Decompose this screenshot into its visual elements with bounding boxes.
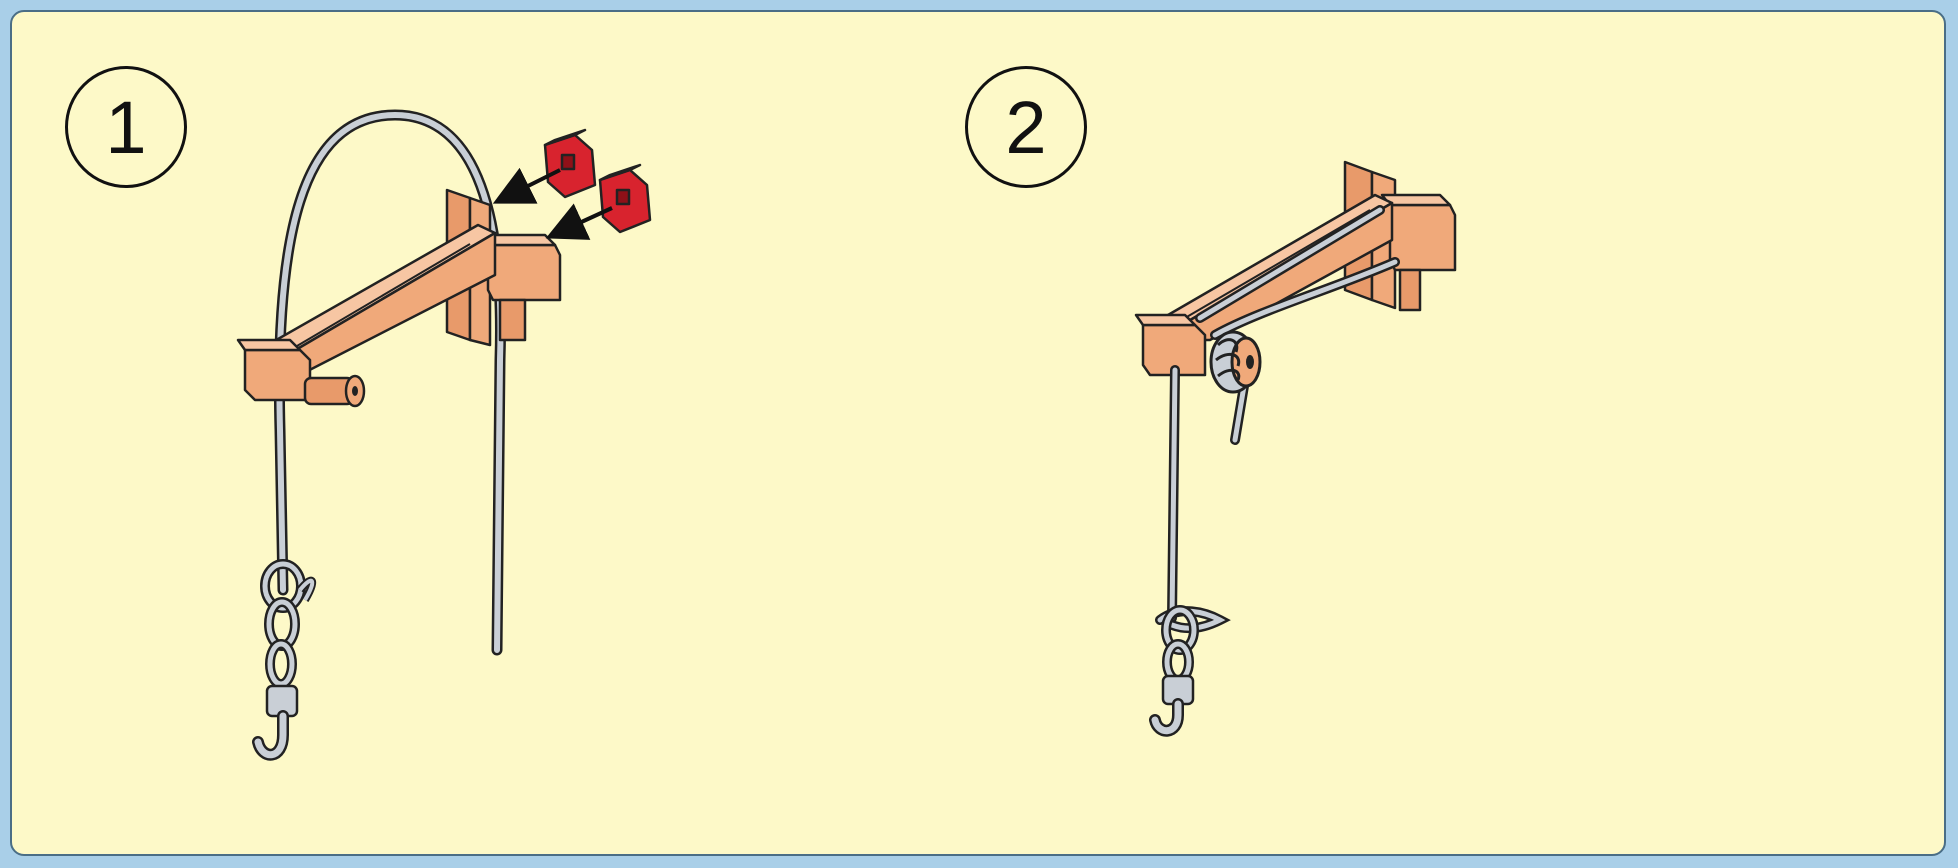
step-1-badge: 1	[65, 66, 187, 188]
step-1-illustration	[236, 109, 652, 761]
rope-icon	[1167, 205, 1400, 623]
instruction-panel: 1 2	[10, 10, 1946, 856]
insertion-arrows	[492, 167, 613, 240]
clip-icon	[543, 128, 652, 234]
hook-icon	[252, 559, 317, 761]
bracket-icon	[1134, 160, 1457, 377]
step-2-badge: 2	[965, 66, 1087, 188]
pulley-icon	[1209, 330, 1262, 394]
step-1-number: 1	[105, 85, 147, 169]
hook-icon	[1149, 605, 1231, 737]
step-2-illustration	[1134, 160, 1457, 737]
step-2-number: 2	[1005, 85, 1047, 169]
bracket-icon	[236, 188, 562, 408]
